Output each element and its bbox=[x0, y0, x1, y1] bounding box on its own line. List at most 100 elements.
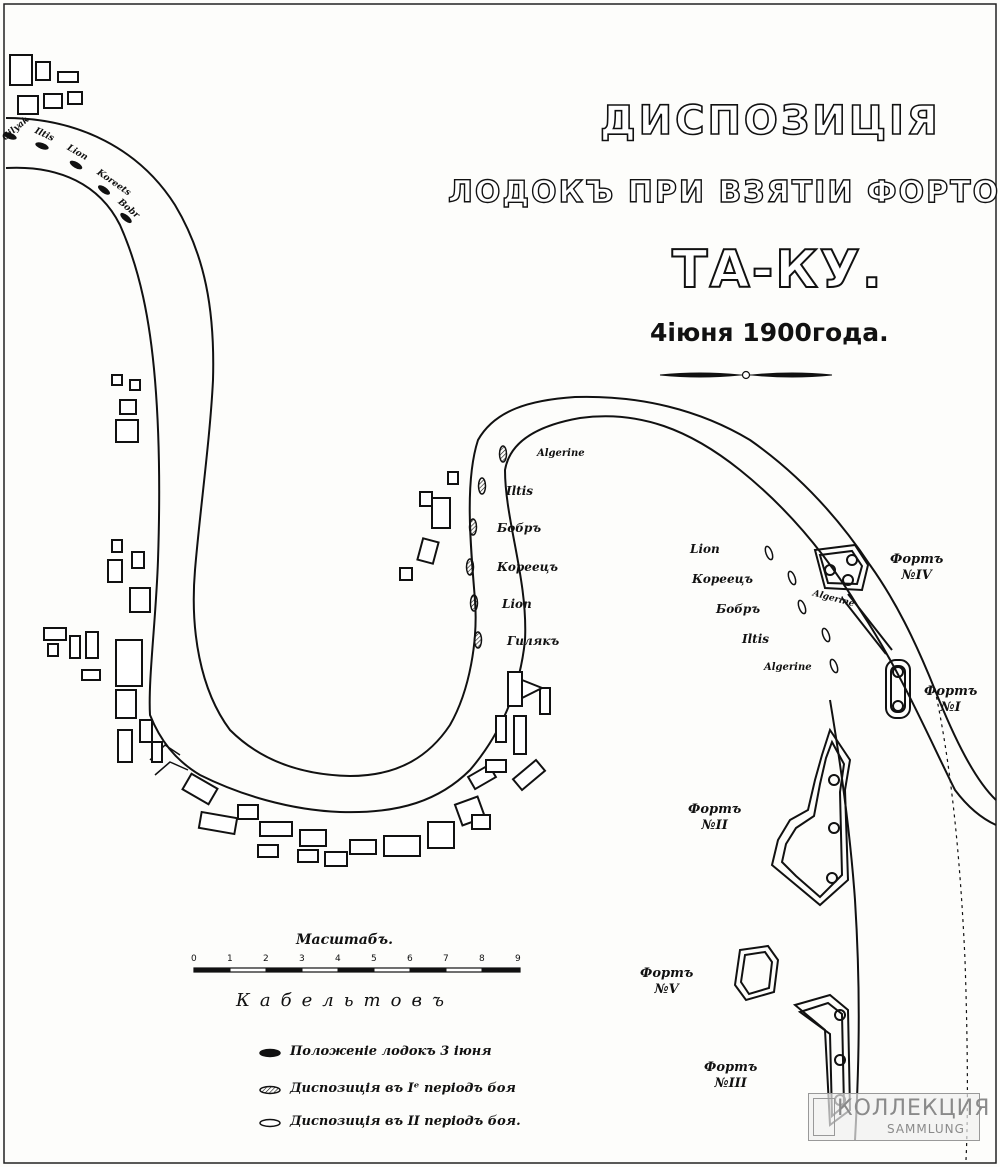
boat-marker bbox=[3, 132, 17, 140]
building bbox=[35, 61, 51, 81]
scale-units: Кабельтовъ bbox=[236, 990, 454, 1011]
building bbox=[299, 829, 327, 847]
fort-3-label: Фортъ №III bbox=[704, 1060, 757, 1092]
buildings bbox=[9, 54, 551, 867]
building bbox=[383, 835, 421, 857]
fort-label-text: Фортъ bbox=[688, 802, 742, 817]
map-date: 4іюня 1900года. bbox=[650, 318, 889, 347]
building bbox=[416, 537, 440, 565]
fort-number: №III bbox=[714, 1076, 747, 1091]
building bbox=[131, 551, 145, 569]
scale-tick: 6 bbox=[407, 954, 413, 964]
boat-label: Бобръ bbox=[497, 521, 542, 535]
building bbox=[81, 669, 101, 681]
building bbox=[115, 689, 137, 719]
scale-tick: 9 bbox=[515, 954, 521, 964]
building bbox=[419, 491, 433, 507]
building bbox=[43, 627, 67, 641]
scale-tick: 5 bbox=[371, 954, 377, 964]
fort-label-text: Фортъ bbox=[704, 1060, 758, 1075]
hatched-boat-icon bbox=[259, 1085, 281, 1095]
building bbox=[117, 729, 133, 763]
building bbox=[197, 810, 239, 836]
boat-label: Бобръ bbox=[716, 602, 761, 616]
building bbox=[111, 539, 123, 553]
boat-marker bbox=[473, 631, 483, 649]
map-title-line2: ЛОДОКЪ ПРИ ВЗЯТІИ ФОРТОВЪ bbox=[447, 174, 1000, 210]
boats-period1 bbox=[465, 445, 508, 649]
fort-1-plan bbox=[885, 659, 911, 719]
boat-marker bbox=[797, 599, 807, 615]
boat-label: Гилякъ bbox=[507, 634, 560, 648]
building bbox=[129, 379, 141, 391]
boats-upriver bbox=[3, 132, 132, 224]
fort-2-label: Фортъ №II bbox=[688, 802, 741, 834]
building bbox=[447, 471, 459, 485]
building bbox=[47, 643, 59, 657]
filled-boat-icon bbox=[259, 1048, 281, 1058]
building bbox=[513, 715, 527, 755]
building bbox=[85, 631, 99, 659]
watermark-line2: SAMMLUNG bbox=[887, 1122, 965, 1136]
fort-4-plan bbox=[813, 543, 893, 655]
fort-label-text: Фортъ bbox=[640, 966, 694, 981]
boat-label: Lion bbox=[502, 597, 532, 611]
fort-label-text: Фортъ bbox=[890, 552, 944, 567]
watermark-line1: КОЛЛЕКЦИЯ bbox=[837, 1096, 991, 1121]
open-boat-icon bbox=[259, 1118, 281, 1128]
boat-label: Algerine bbox=[764, 662, 812, 673]
legend-item: Положеніе лодокъ 3 іюня bbox=[290, 1044, 492, 1059]
boat-marker bbox=[468, 518, 478, 536]
fort-1-label: Фортъ №I bbox=[924, 684, 977, 716]
building bbox=[495, 715, 507, 743]
fort-4-label: Фортъ №IV bbox=[890, 552, 943, 584]
boat-marker bbox=[498, 445, 508, 463]
building bbox=[115, 419, 139, 443]
building bbox=[119, 399, 137, 415]
building bbox=[349, 839, 377, 855]
map-title-line1: ДИСПОЗИЦІЯ bbox=[599, 97, 941, 145]
boat-marker bbox=[764, 545, 774, 561]
scale-tick: 4 bbox=[335, 954, 341, 964]
building bbox=[111, 374, 123, 386]
building bbox=[67, 91, 83, 105]
boat-label: Lion bbox=[690, 542, 720, 556]
scale-tick: 8 bbox=[479, 954, 485, 964]
boat-marker bbox=[98, 185, 110, 195]
boat-marker bbox=[821, 627, 831, 643]
boats-period2 bbox=[764, 545, 839, 674]
building bbox=[43, 93, 63, 109]
creek-2 bbox=[154, 761, 189, 776]
building bbox=[257, 844, 279, 858]
building bbox=[129, 587, 151, 613]
title-ornament bbox=[659, 370, 833, 380]
building bbox=[107, 559, 123, 583]
watermark-logo-icon bbox=[813, 1098, 835, 1136]
building bbox=[539, 687, 551, 715]
building bbox=[151, 741, 163, 763]
fort-number: №IV bbox=[901, 568, 932, 583]
building bbox=[427, 821, 455, 849]
river-left-bank bbox=[5, 166, 997, 826]
building bbox=[471, 814, 491, 830]
boat-marker bbox=[787, 570, 797, 586]
building bbox=[259, 821, 293, 837]
building bbox=[399, 567, 413, 581]
river-right-bank bbox=[5, 117, 997, 801]
building bbox=[9, 54, 33, 86]
river-right-bank-lower bbox=[829, 699, 860, 1141]
collection-watermark: КОЛЛЕКЦИЯ SAMMLUNG bbox=[808, 1093, 989, 1141]
scale-tick: 1 bbox=[227, 954, 233, 964]
boat-label: Iltis bbox=[506, 484, 534, 498]
boat-label: Кореецъ bbox=[692, 572, 753, 586]
scale-tick: 7 bbox=[443, 954, 449, 964]
building bbox=[69, 635, 81, 659]
fort-label-text: Фортъ bbox=[924, 684, 978, 699]
fort-5-plan bbox=[733, 944, 780, 1002]
fort-number: №II bbox=[701, 818, 728, 833]
scale-bar bbox=[193, 967, 521, 973]
fort-number: №I bbox=[940, 700, 961, 715]
boat-marker bbox=[120, 212, 132, 224]
